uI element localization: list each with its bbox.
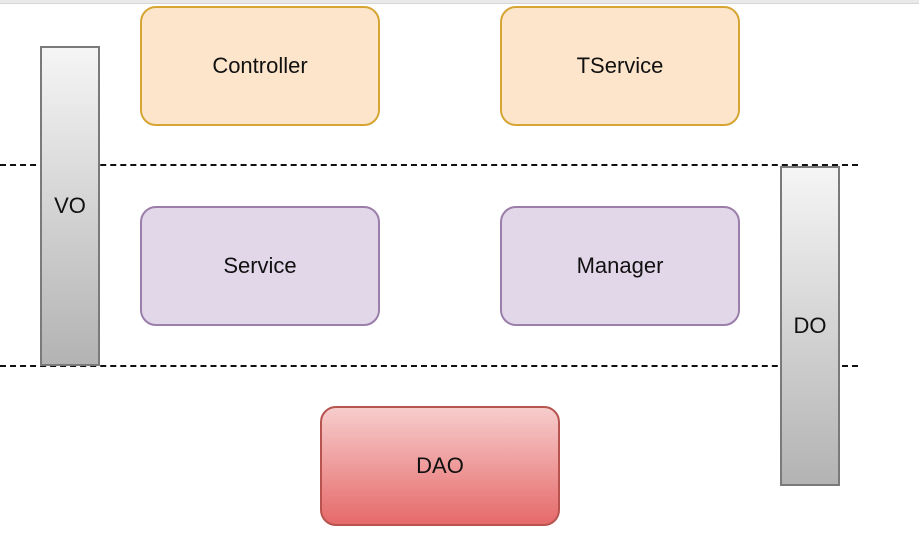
layer-divider-upper <box>0 164 858 166</box>
tservice-box[interactable]: TService <box>500 6 740 126</box>
controller-label: Controller <box>212 53 308 78</box>
window-top-edge <box>0 0 919 4</box>
manager-box[interactable]: Manager <box>500 206 740 326</box>
layer-divider-lower <box>0 365 858 367</box>
service-box[interactable]: Service <box>140 206 380 326</box>
dao-label: DAO <box>416 453 464 478</box>
do-label: DO <box>793 313 827 338</box>
manager-label: Manager <box>576 253 664 278</box>
vo-label: VO <box>54 193 86 218</box>
service-label: Service <box>223 253 297 278</box>
tservice-label: TService <box>576 53 664 78</box>
controller-box[interactable]: Controller <box>140 6 380 126</box>
dao-box[interactable]: DAO <box>320 406 560 526</box>
do-bar[interactable]: DO <box>780 166 840 486</box>
vo-bar[interactable]: VO <box>40 46 100 366</box>
